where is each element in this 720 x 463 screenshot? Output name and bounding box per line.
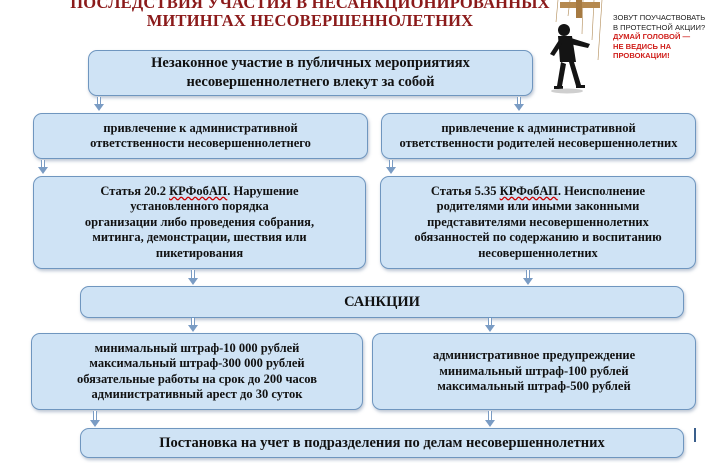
sanctions-title: САНКЦИИ [344,293,420,310]
article-5-35-line-4: обязанностей по содержанию и воспитанию [414,230,662,245]
sanctions-box: САНКЦИИ [80,286,684,318]
article-20-2-rest: . Нарушение [227,183,299,198]
liability-minor-line-1: привлечение к административной [103,120,298,135]
article-5-35-rest: . Неисполнение [557,183,646,198]
liability-minor-line-2: ответственности несовершеннолетнего [90,136,311,150]
article-5-35-code: КРФобАП [499,183,558,198]
banner-text: ЗОВУТ ПОУЧАСТВОВАТЬ В ПРОТЕСТНОЙ АКЦИИ? … [613,13,720,61]
page-title: ПОСЛЕДСТВИЯ УЧАСТИЯ В НЕСАНКЦИОНИРОВАННЫ… [60,0,560,30]
article-20-2-line-3: организации либо проведения собрания, [84,214,315,229]
article-5-35-box: Статья 5.35 КРФобАП. Неисполнение родите… [380,176,696,269]
arrow-down-icon [90,411,100,427]
banner-line-1: ЗОВУТ ПОУЧАСТВОВАТЬ [613,13,706,22]
arrow-down-icon [188,270,198,285]
arrow-down-icon [485,318,495,332]
article-5-35-line-2: родителями или иными законными [436,199,640,214]
arrow-down-icon [485,411,495,427]
article-20-2-line-1: Статья 20.2 КРФобАП. Нарушение [100,184,298,200]
sanctions-parents-line-3: максимальный штраф-500 рублей [437,379,631,394]
liability-parents-box: привлечение к административной ответстве… [381,113,696,159]
arrow-down-icon [94,97,104,111]
article-20-2-prefix: Статья 20.2 [100,183,170,198]
title-line-1: ПОСЛЕДСТВИЯ УЧАСТИЯ В НЕСАНКЦИОНИРОВАННЫ… [70,0,550,12]
sanctions-parents-line-2: минимальный штраф-100 рублей [439,363,629,378]
top-box: Незаконное участие в публичных мероприят… [88,50,533,96]
article-20-2-box: Статья 20.2 КРФобАП. Нарушение установле… [33,176,366,269]
liability-parents-line-2: ответственности родителей несовершенноле… [399,136,678,150]
liability-parents-line-1: привлечение к административной [441,120,636,135]
slide-edge-marker [694,428,696,442]
bottom-box: Постановка на учет в подразделения по де… [80,428,684,458]
sanctions-parents-box: административное предупреждение минималь… [372,333,696,410]
article-5-35-line-5: несовершеннолетних [478,245,598,260]
sanctions-minor-box: минимальный штраф-10 000 рублей максимал… [31,333,363,410]
article-20-2-line-2: установленного порядка [130,199,269,214]
sanctions-minor-line-1: минимальный штраф-10 000 рублей [94,340,300,355]
top-box-line-2: несовершеннолетнего влекут за собой [186,74,435,90]
article-5-35-prefix: Статья 5.35 [430,183,500,198]
arrow-down-icon [514,97,524,111]
sanctions-minor-line-3: обязательные работы на срок до 200 часов [76,371,317,386]
article-5-35-line-1: Статья 5.35 КРФобАП. Неисполнение [431,184,645,200]
protester-puppet-icon [550,0,603,94]
top-box-line-1: Незаконное участие в публичных мероприят… [151,55,470,71]
article-5-35-line-3: представителями несовершеннолетних [427,214,649,229]
liability-minor-box: привлечение к административной ответстве… [33,113,368,159]
banner-line-2: В ПРОТЕСТНОЙ АКЦИИ? [613,22,706,32]
sanctions-minor-line-4: административный арест до 30 суток [91,387,303,401]
arrow-down-icon [386,160,396,174]
article-20-2-line-4: митинга, демонстрации, шествия или [92,230,307,245]
sanctions-parents-line-1: административное предупреждение [432,348,636,363]
article-20-2-line-5: пикетирования [155,245,244,260]
arrow-down-icon [38,160,48,174]
banner-line-4: НЕ ВЕДИСЬ НА ПРОВОКАЦИИ! [613,41,672,61]
sanctions-minor-line-2: максимальный штраф-300 000 рублей [89,356,305,370]
article-20-2-code: КРФобАП [169,183,228,198]
bottom-box-text: Постановка на учет в подразделения по де… [159,434,605,451]
title-line-2: МИТИНГАХ НЕСОВЕРШЕННОЛЕТНИХ [146,11,474,30]
arrow-down-icon [188,318,198,332]
arrow-down-icon [523,270,533,285]
banner-line-3: ДУМАЙ ГОЛОВОЙ — [613,32,691,42]
